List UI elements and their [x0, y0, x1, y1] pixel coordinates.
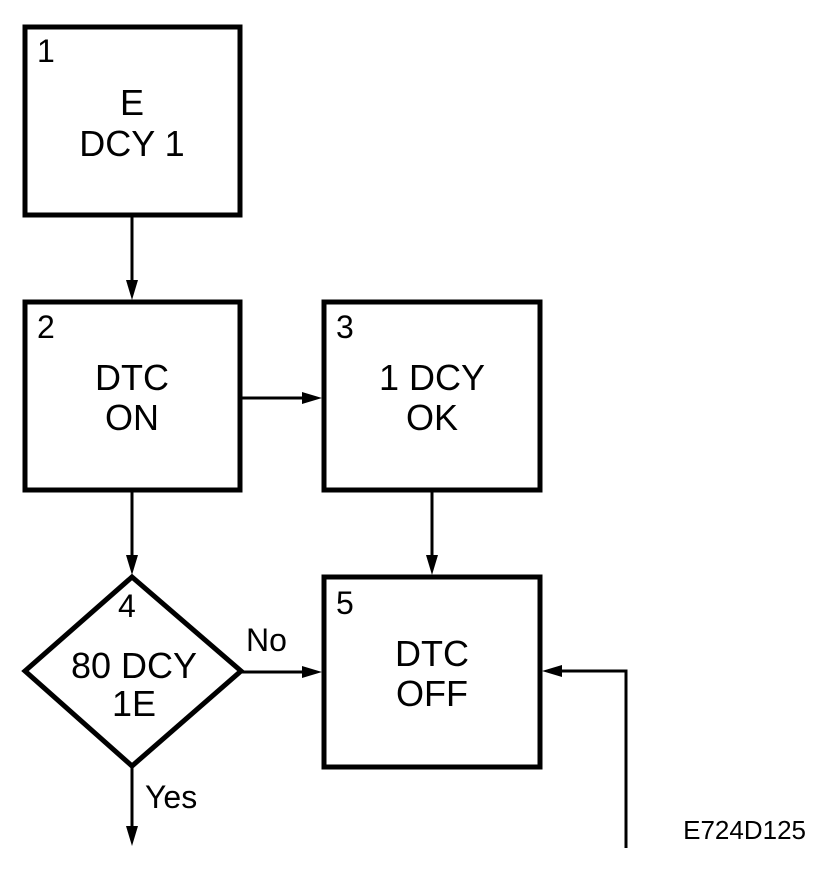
node-2-label-line-2: ON [105, 397, 159, 438]
node-5-box [321, 574, 543, 770]
node-1: 1 E DCY 1 [22, 24, 243, 218]
node-4-label-line-1: 80 DCY [71, 645, 197, 686]
node-4-number: 4 [118, 588, 136, 624]
edge-2-to-4 [126, 490, 138, 575]
edge-2-to-4-arrowhead [126, 555, 138, 575]
node-5-label-line-2: OFF [396, 673, 468, 714]
edge-3-to-5-arrowhead [426, 555, 438, 575]
edge-yes-arrowhead [126, 826, 138, 846]
edge-1-to-2 [126, 215, 138, 300]
node-1-number: 1 [37, 33, 55, 69]
node-2-label-line-1: DTC [95, 357, 169, 398]
node-3-label-line-2: OK [406, 397, 458, 438]
node-2-box [22, 299, 243, 493]
edge-external-to-5-line [560, 669, 628, 848]
edge-4-yes-exit: Yes [126, 766, 197, 846]
figure-code: E724D125 [683, 815, 806, 845]
edge-no-label: No [246, 622, 287, 658]
node-4-decision: 4 80 DCY 1E [21, 573, 245, 770]
edge-1-to-2-arrowhead [126, 280, 138, 300]
edge-4-to-5: No [241, 622, 322, 678]
edge-2-to-3 [240, 392, 322, 404]
edge-yes-label: Yes [145, 779, 197, 815]
edge-4-to-5-arrowhead [302, 666, 322, 678]
node-3-label-line-1: 1 DCY [379, 357, 485, 398]
edge-external-to-5-arrowhead [542, 665, 562, 677]
edge-2-to-3-arrowhead [302, 392, 322, 404]
edge-3-to-5 [426, 490, 438, 575]
node-2-number: 2 [37, 309, 55, 345]
node-1-label-line-2: DCY 1 [79, 123, 184, 164]
node-5: 5 DTC OFF [321, 574, 543, 770]
node-4-label-line-2: 1E [112, 683, 156, 724]
node-3-number: 3 [336, 309, 354, 345]
node-1-box [22, 24, 243, 218]
node-5-label-line-1: DTC [395, 633, 469, 674]
node-1-label-line-1: E [120, 82, 144, 123]
node-3: 3 1 DCY OK [321, 299, 543, 493]
node-5-number: 5 [336, 585, 354, 621]
edge-external-to-5 [542, 665, 628, 848]
node-2: 2 DTC ON [22, 299, 243, 493]
